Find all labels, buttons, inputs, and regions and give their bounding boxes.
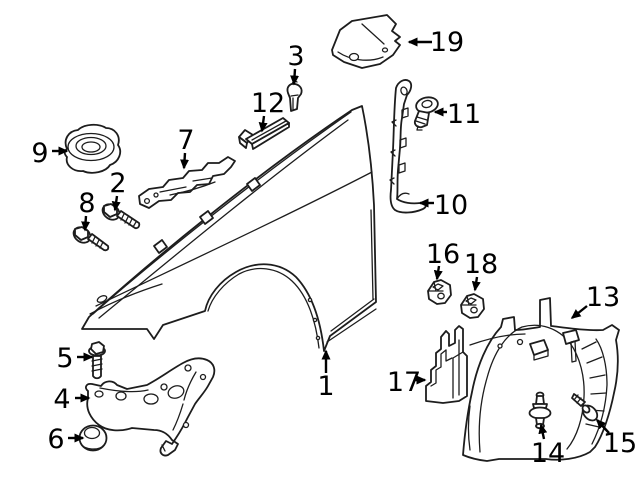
callout-10[interactable]: 10 bbox=[418, 190, 468, 221]
callout-3[interactable]: 3 bbox=[287, 41, 305, 86]
part-push-clip bbox=[528, 391, 552, 430]
callout-14[interactable]: 14 bbox=[531, 423, 565, 469]
callout-arrow bbox=[595, 418, 610, 434]
callout-4[interactable]: 4 bbox=[53, 384, 91, 415]
callout-number[interactable]: 19 bbox=[430, 27, 464, 58]
part-clip-nut-18 bbox=[460, 293, 485, 319]
part-strip bbox=[238, 117, 290, 150]
callout-19[interactable]: 19 bbox=[407, 27, 464, 58]
part-support-bracket bbox=[85, 357, 216, 457]
callout-arrow bbox=[471, 276, 481, 292]
callout-number[interactable]: 6 bbox=[47, 424, 64, 455]
callout-number[interactable]: 13 bbox=[586, 282, 620, 313]
callout-17[interactable]: 17 bbox=[387, 367, 427, 398]
part-fender bbox=[81, 105, 377, 352]
part-clip-nut-16 bbox=[427, 279, 452, 305]
callout-arrow bbox=[538, 423, 548, 440]
callout-number[interactable]: 9 bbox=[31, 138, 48, 169]
callout-arrow bbox=[433, 265, 443, 281]
part-pillar-bracket bbox=[389, 79, 427, 214]
part-square-nut bbox=[63, 123, 122, 174]
callout-number[interactable]: 2 bbox=[109, 168, 126, 199]
callout-2[interactable]: 2 bbox=[109, 168, 127, 212]
callout-number[interactable]: 7 bbox=[177, 125, 194, 156]
callout-number[interactable]: 11 bbox=[447, 99, 481, 130]
part-wheelhouse-liner bbox=[462, 297, 620, 462]
callout-number[interactable]: 10 bbox=[434, 190, 468, 221]
callout-1[interactable]: 1 bbox=[317, 349, 335, 402]
callout-number[interactable]: 15 bbox=[603, 428, 637, 459]
callout-arrow bbox=[81, 215, 91, 232]
callout-9[interactable]: 9 bbox=[31, 138, 69, 169]
callout-number[interactable]: 17 bbox=[387, 367, 421, 398]
callout-16[interactable]: 16 bbox=[426, 239, 460, 281]
callout-arrow bbox=[111, 195, 121, 212]
callout-number[interactable]: 12 bbox=[251, 88, 285, 119]
part-bolt-5 bbox=[88, 341, 106, 380]
callout-11[interactable]: 11 bbox=[433, 99, 481, 130]
callout-18[interactable]: 18 bbox=[464, 249, 498, 292]
callout-number[interactable]: 4 bbox=[53, 384, 70, 415]
callout-15[interactable]: 15 bbox=[595, 418, 637, 459]
callout-number[interactable]: 14 bbox=[531, 438, 565, 469]
part-bolt-8 bbox=[72, 226, 110, 252]
callout-7[interactable]: 7 bbox=[177, 125, 195, 170]
callout-arrow bbox=[180, 152, 190, 170]
callout-6[interactable]: 6 bbox=[47, 424, 85, 455]
callout-13[interactable]: 13 bbox=[570, 282, 620, 319]
part-screw bbox=[571, 393, 599, 422]
callout-number[interactable]: 3 bbox=[287, 41, 304, 72]
callout-number[interactable]: 18 bbox=[464, 249, 498, 280]
part-bolt-2 bbox=[101, 203, 141, 230]
callout-8[interactable]: 8 bbox=[78, 188, 96, 232]
callout-5[interactable]: 5 bbox=[56, 343, 94, 374]
callout-number[interactable]: 16 bbox=[426, 239, 460, 270]
part-clip-bracket bbox=[286, 79, 303, 112]
callout-arrow bbox=[570, 305, 588, 319]
part-grommet-nut bbox=[413, 96, 439, 131]
callout-arrow bbox=[258, 115, 268, 133]
callout-number[interactable]: 8 bbox=[78, 188, 95, 219]
part-grommet bbox=[78, 424, 108, 452]
callout-12[interactable]: 12 bbox=[251, 88, 285, 133]
part-splash-shield bbox=[425, 325, 468, 404]
callout-number[interactable]: 5 bbox=[56, 343, 73, 374]
part-plate-bracket bbox=[331, 14, 401, 69]
part-rail-bracket bbox=[138, 156, 236, 209]
callout-number[interactable]: 1 bbox=[317, 371, 334, 402]
callout-arrow bbox=[290, 68, 300, 86]
